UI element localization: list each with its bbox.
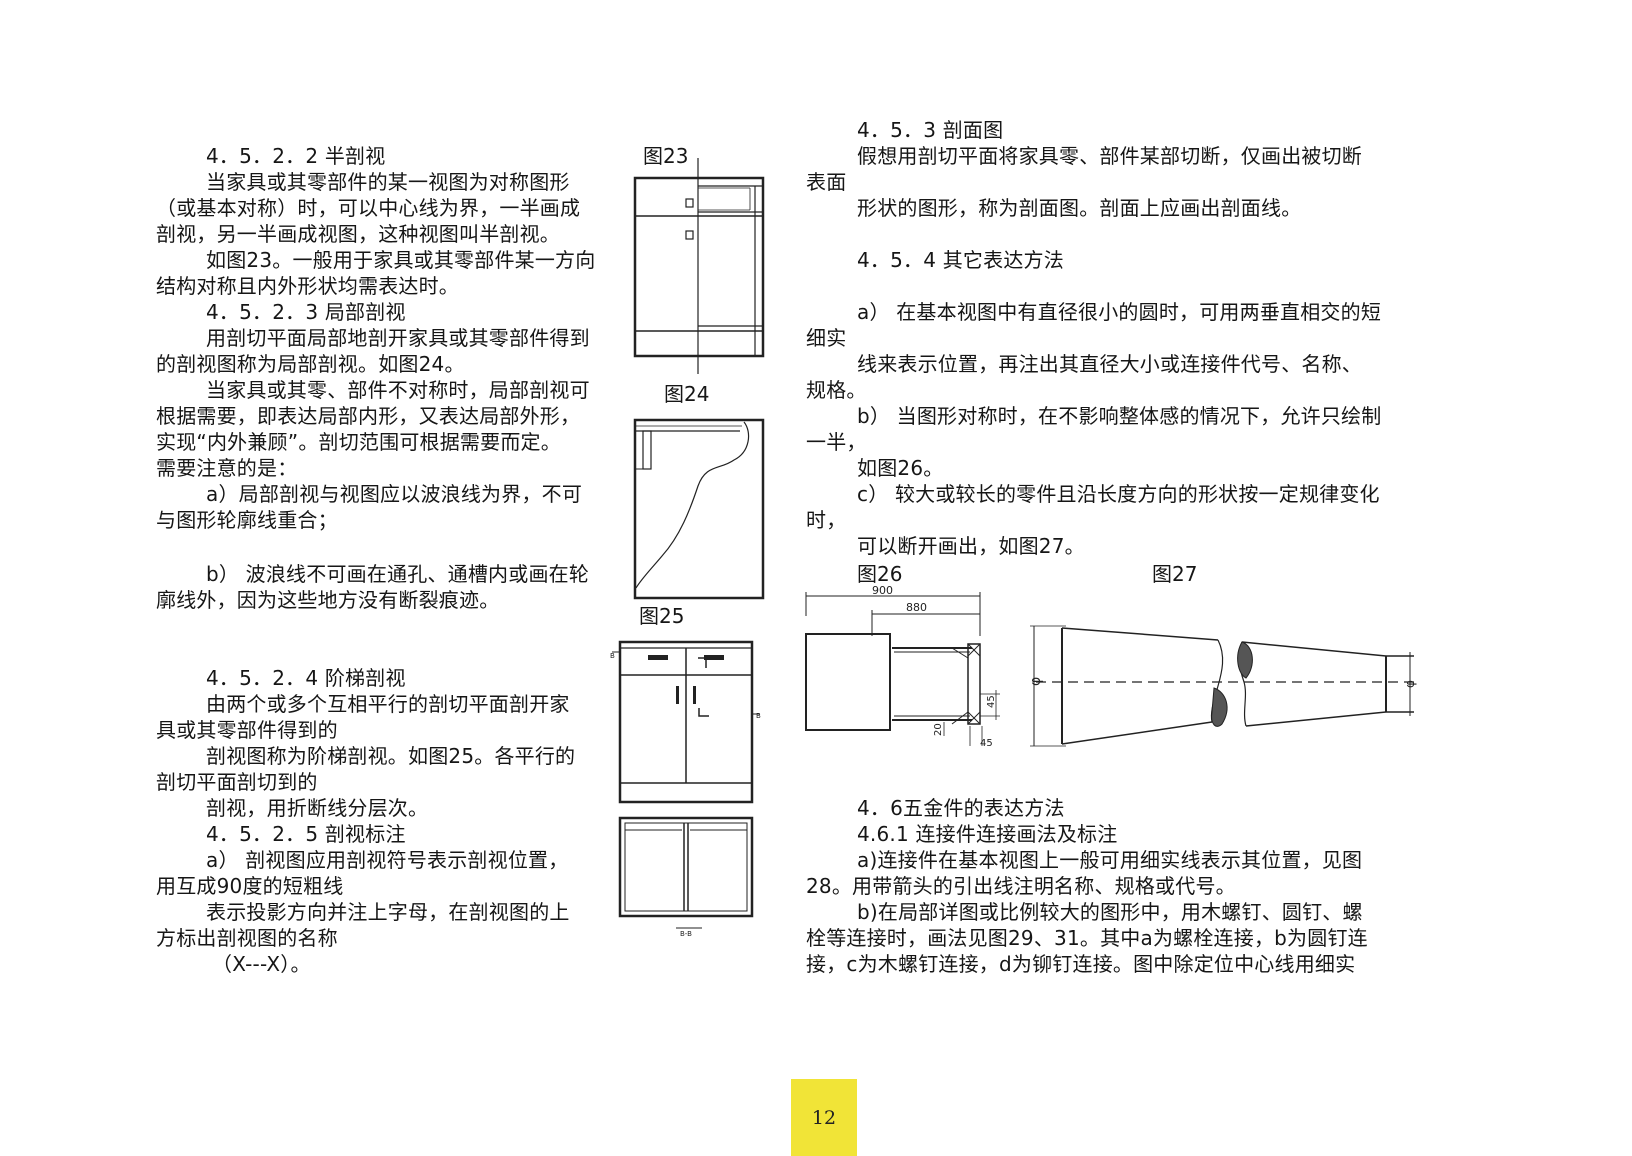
dimension-20: 20	[933, 723, 944, 736]
text-line: 栓等连接时，画法见图29、31。其中a为螺栓连接，b为圆钉连	[806, 926, 1368, 950]
text-line: 28。用带箭头的引出线注明名称、规格或代号。	[806, 874, 1236, 898]
figure-27-drawing: φ φ	[1028, 625, 1417, 747]
heading-cross-section: 4．5．3 剖面图	[857, 118, 1004, 142]
text-line: 具或其零部件得到的	[156, 718, 338, 742]
text-line: 如图26。	[857, 456, 944, 480]
text-line: 结构对称且内外形状均需表达时。	[156, 274, 459, 298]
heading-stepped-section: 4．5．2．4 阶梯剖视	[206, 666, 406, 690]
text-line: 假想用剖切平面将家具零、部件某部切断，仅画出被切断	[857, 144, 1362, 168]
text-line: 根据需要，即表达局部内形，又表达局部外形，	[156, 404, 581, 428]
text-line: 当家具或其零、部件不对称时，局部剖视可	[206, 378, 590, 402]
page-number: 12	[791, 1079, 857, 1156]
section-mark-right: B	[756, 712, 761, 720]
dimension-45-vertical: 45	[986, 695, 997, 708]
text-line: （X---X）。	[212, 952, 311, 976]
figure-26-caption: 图26	[857, 562, 903, 586]
figure-27-caption: 图27	[1152, 562, 1198, 586]
text-line: 时，	[806, 508, 847, 532]
text-line: a） 在基本视图中有直径很小的圆时，可用两垂直相交的短	[857, 300, 1382, 324]
text-line: 当家具或其零部件的某一视图为对称图形	[206, 170, 570, 194]
text-line: 方标出剖视图的名称	[156, 926, 338, 950]
section-mark-left: B	[610, 652, 615, 660]
text-line: 可以断开画出，如图27。	[857, 534, 1085, 558]
text-line: 规格。	[806, 378, 867, 402]
text-line: 的剖视图称为局部剖视。如图24。	[156, 352, 465, 376]
text-line: b） 波浪线不可画在通孔、通槽内或画在轮	[206, 562, 590, 586]
text-line: 与图形轮廓线重合；	[156, 508, 338, 532]
section-label: B-B	[680, 930, 692, 938]
text-line: 一半，	[806, 430, 867, 454]
text-line: 形状的图形，称为剖面图。剖面上应画出剖面线。	[857, 196, 1302, 220]
heading-connector: 4.6.1 连接件连接画法及标注	[857, 822, 1118, 846]
text-line: a)连接件在基本视图上一般可用细实线表示其位置，见图	[857, 848, 1363, 872]
text-line: 接，c为木螺钉连接，d为铆钉连接。图中除定位中心线用细实	[806, 952, 1356, 976]
text-line: 由两个或多个互相平行的剖切平面剖开家	[206, 692, 570, 716]
text-line: 剖视，另一半画成视图，这种视图叫半剖视。	[156, 222, 560, 246]
text-line: a）局部剖视与视图应以波浪线为界，不可	[206, 482, 583, 506]
diameter-label-right: φ	[1403, 680, 1417, 688]
figure-25-drawing: B B B-B	[610, 640, 761, 938]
dimension-880: 880	[906, 601, 927, 614]
text-line: 剖视，用折断线分层次。	[206, 796, 429, 820]
figure-24-drawing	[633, 418, 765, 600]
text-line: 需要注意的是：	[156, 456, 298, 480]
text-line: c） 较大或较长的零件且沿长度方向的形状按一定规律变化	[857, 482, 1380, 506]
figure-25-caption: 图25	[639, 604, 685, 628]
heading-half-section: 4．5．2．2 半剖视	[206, 144, 386, 168]
figure-26-drawing: 900 880 45 20 45	[805, 584, 1000, 749]
dimension-45-horizontal: 45	[980, 738, 993, 749]
text-line: 剖切平面剖切到的	[156, 770, 318, 794]
text-line: 如图23。一般用于家具或其零部件某一方向	[206, 248, 596, 272]
text-line: 廓线外，因为这些地方没有断裂痕迹。	[156, 588, 500, 612]
text-line: 表面	[806, 170, 847, 194]
text-line: 实现“内外兼顾”。剖切范围可根据需要而定。	[156, 430, 561, 454]
text-line: 细实	[806, 326, 847, 350]
text-line: 线来表示位置，再注出其直径大小或连接件代号、名称、	[857, 352, 1362, 376]
text-line: 剖视图称为阶梯剖视。如图25。各平行的	[206, 744, 576, 768]
figure-23-caption: 图23	[643, 144, 689, 168]
text-line: b)在局部详图或比例较大的图形中，用木螺钉、圆钉、螺	[857, 900, 1363, 924]
text-line: a） 剖视图应用剖视符号表示剖视位置，	[206, 848, 569, 872]
text-line: 用剖切平面局部地剖开家具或其零部件得到	[206, 326, 590, 350]
heading-section-marking: 4．5．2．5 剖视标注	[206, 822, 406, 846]
text-line: （或基本对称）时，可以中心线为界，一半画成	[156, 196, 581, 220]
diameter-label-left: φ	[1028, 677, 1044, 686]
figure-24-caption: 图24	[664, 382, 710, 406]
text-line: 表示投影方向并注上字母，在剖视图的上	[206, 900, 570, 924]
heading-partial-section: 4．5．2．3 局部剖视	[206, 300, 406, 324]
dimension-900: 900	[872, 584, 893, 597]
heading-other-methods: 4．5．4 其它表达方法	[857, 248, 1064, 272]
text-line: b） 当图形对称时，在不影响整体感的情况下，允许只绘制	[857, 404, 1382, 428]
text-line: 用互成90度的短粗线	[156, 874, 344, 898]
heading-hardware: 4．6五金件的表达方法	[857, 796, 1065, 820]
figure-23-drawing	[633, 158, 765, 374]
page-number-text: 12	[811, 1106, 837, 1129]
